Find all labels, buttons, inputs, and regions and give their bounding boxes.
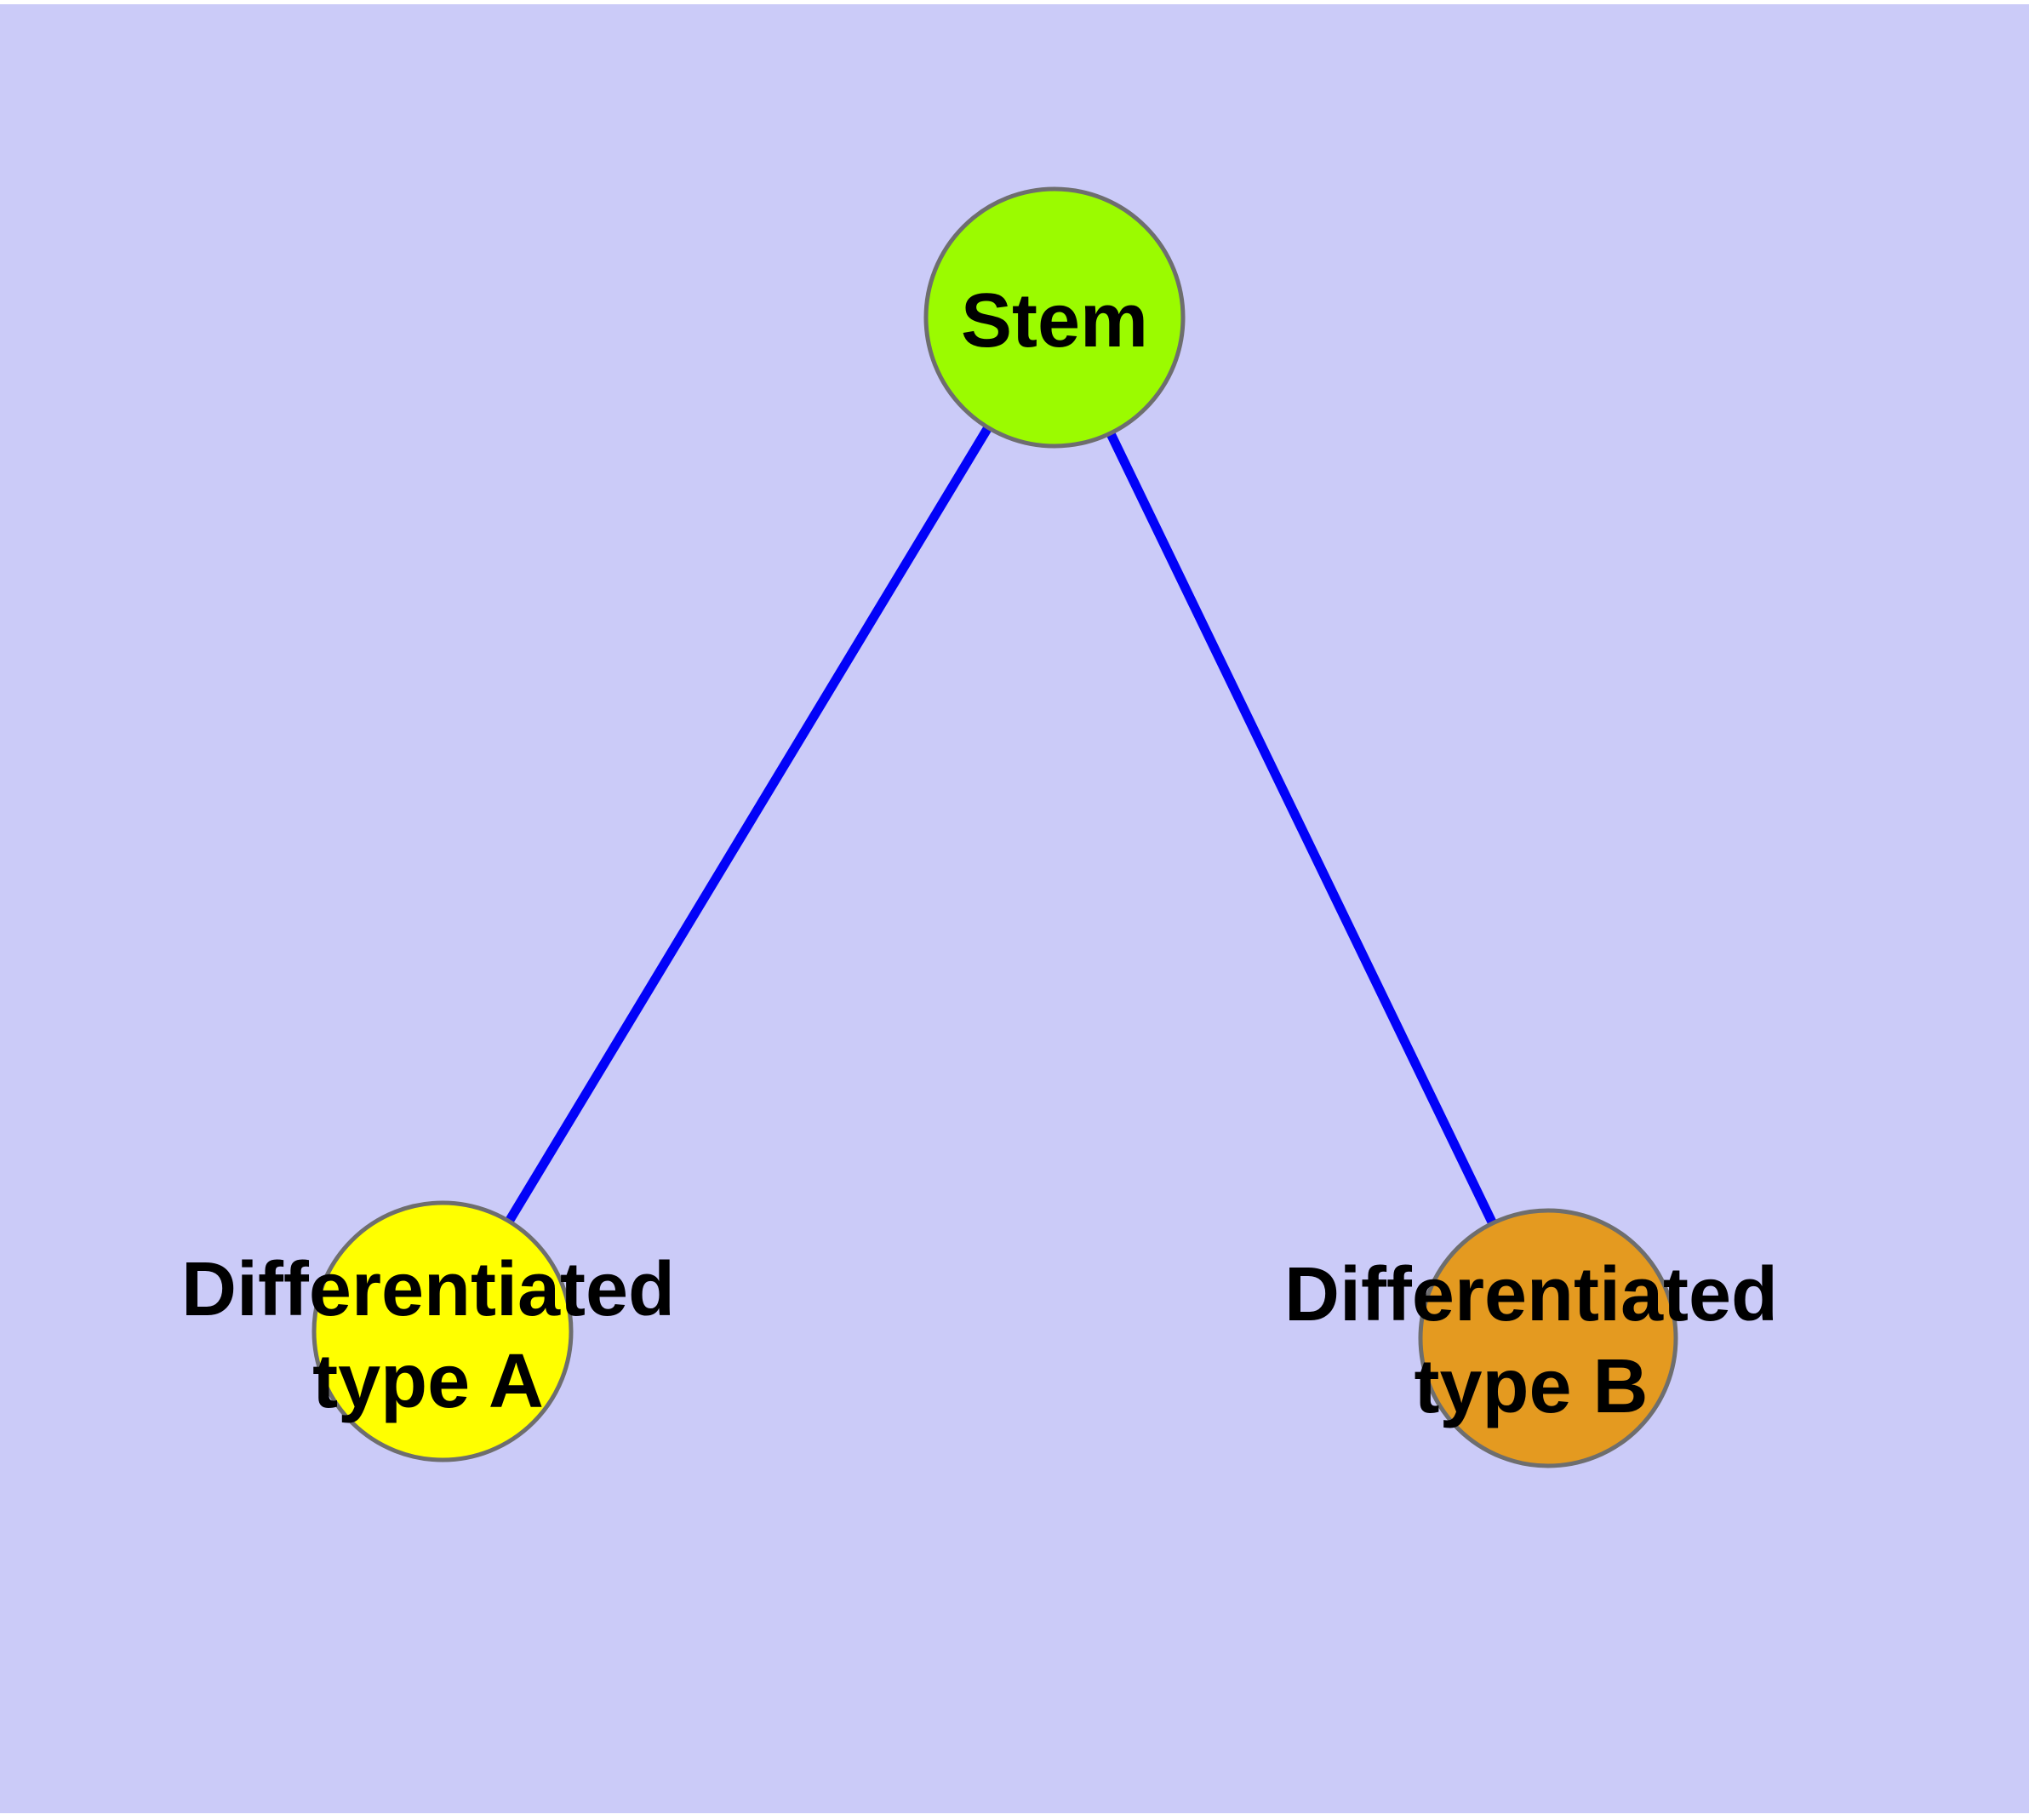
node-stem: Stem	[923, 186, 1186, 449]
edge-stem-to-type-b	[1050, 315, 1552, 1341]
node-differentiated-type-a: Differentiated type A	[181, 1200, 675, 1462]
node-type-b-label-line2: type B	[1414, 1344, 1648, 1429]
node-type-a-circle	[311, 1200, 574, 1462]
node-stem-circle	[923, 186, 1186, 449]
node-type-a-label-line1: Differentiated	[181, 1247, 675, 1332]
node-type-b-label-line1: Differentiated	[1284, 1252, 1778, 1337]
node-differentiated-type-b: Differentiated type B	[1284, 1208, 1778, 1468]
node-type-b-circle	[1418, 1208, 1678, 1468]
node-type-a-label-line2: type A	[312, 1339, 544, 1424]
node-stem-label: Stem	[961, 278, 1148, 363]
edge-stem-to-type-a	[438, 315, 1059, 1334]
edges	[438, 315, 1552, 1341]
